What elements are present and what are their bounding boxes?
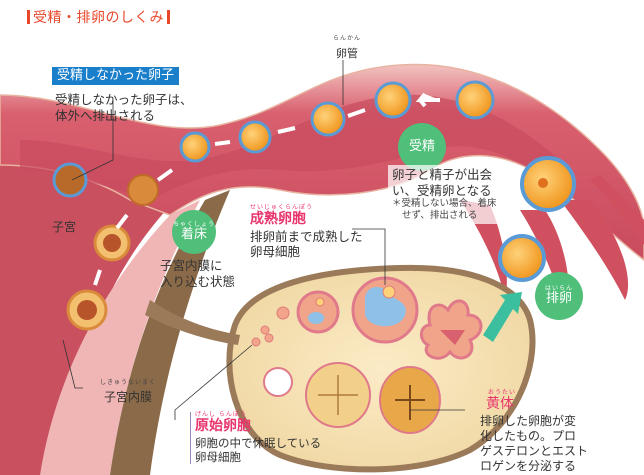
primordial-follicle-label: げんし らんぽう 原始卵胞 卵胞の中で休眠している 卵母細胞 bbox=[190, 411, 322, 465]
fertilization-line-1: 卵子と精子が出会 bbox=[392, 167, 493, 182]
fertilization-note-2: せず、排出される bbox=[402, 210, 478, 222]
implantation-line-1: 子宮内膜に bbox=[160, 258, 223, 273]
mature-follicle-ruby: せいじゅくらんぽう bbox=[250, 204, 314, 211]
endometrium-ruby: しきゅうないまく bbox=[100, 379, 157, 386]
corpus-albicans bbox=[263, 367, 293, 397]
leader-lines bbox=[62, 60, 465, 420]
corpus-luteum bbox=[379, 366, 441, 434]
ovarian-ligament bbox=[145, 300, 240, 345]
oviduct-label: らんかん 卵管 bbox=[333, 36, 361, 62]
oviduct-lumen bbox=[20, 94, 570, 200]
title-bar-right bbox=[167, 10, 171, 24]
implantation-badge-ruby: ちゃくしょう bbox=[172, 220, 215, 228]
corpus-luteum-line-1: 排卵した卵胞が変 bbox=[480, 413, 577, 428]
fertilization-line-2: い、受精卵となる bbox=[392, 182, 492, 198]
endometrium-label: しきゅうないまく 子宮内膜 bbox=[100, 380, 156, 406]
uterine-muscle bbox=[110, 190, 230, 475]
progression-arrows bbox=[93, 92, 515, 286]
implantation-badge-text: 着床 bbox=[180, 227, 207, 243]
mature-follicle-label: せいじゅくらんぽう 成熟卵胞 排卵前まで成熟した 卵母細胞 bbox=[250, 205, 363, 260]
ovulation-badge: はいらん 排卵 bbox=[535, 272, 583, 320]
uterus-label: 子宮 bbox=[52, 220, 77, 234]
corpus-luteum-line-4: ロゲンを分泌する bbox=[480, 458, 577, 473]
primordial-follicle-ruby: げんし らんぽう bbox=[195, 411, 247, 418]
title-bar-left bbox=[27, 10, 30, 24]
corpus-luteum-line-2: 化したもの。プロ bbox=[480, 428, 577, 443]
oviduct-ruby: らんかん bbox=[333, 35, 362, 42]
corpus-luteum-ruby: おうたい bbox=[488, 389, 517, 396]
primordial-follicles bbox=[251, 306, 290, 347]
oviduct-text: 卵管 bbox=[336, 47, 358, 60]
fertilization-note-1: ＊受精しない場合、着床 bbox=[392, 198, 497, 210]
primordial-follicle-line-1: 卵胞の中で休眠している bbox=[195, 435, 322, 450]
corpus-luteum-label: おうたい 黄体 排卵した卵胞が変 化したもの。プロ ゲステロンとエスト ロゲンを… bbox=[480, 390, 588, 474]
title-text: 受精・排卵のしくみ bbox=[33, 10, 165, 26]
primordial-follicle-heading: 原始卵胞 bbox=[195, 418, 251, 434]
fertilization-description: 卵子と精子が出会 い、受精卵となる ＊受精しない場合、着床 せず、排出される bbox=[388, 165, 501, 224]
endometrium-text: 子宮内膜 bbox=[104, 390, 153, 404]
page-title: 受精・排卵のしくみ bbox=[24, 10, 173, 28]
unfertilized-line-2: 体外へ排出される bbox=[55, 107, 156, 123]
implantation-badge: ちゃくしょう 着床 bbox=[172, 210, 216, 254]
mature-follicle bbox=[351, 276, 419, 344]
ovulation-badge-ruby: はいらん bbox=[544, 284, 573, 292]
unfertilized-egg-description: 受精しなかった卵子は、 体外へ排出される bbox=[55, 92, 193, 123]
fertilization-badge-text: 受精 bbox=[408, 138, 435, 154]
unfertilized-line-1: 受精しなかった卵子は、 bbox=[55, 92, 193, 107]
corpus-luteum-young bbox=[305, 362, 371, 428]
implantation-line-2: 入り込む状態 bbox=[160, 273, 236, 289]
implantation-description: 子宮内膜に 入り込む状態 bbox=[160, 258, 235, 289]
mature-follicle-heading: 成熟卵胞 bbox=[250, 211, 306, 227]
primordial-follicle-line-2: 卵母細胞 bbox=[195, 449, 241, 464]
ovulation-arrow bbox=[483, 292, 522, 342]
ovulation-badge-text: 排卵 bbox=[545, 291, 572, 307]
corpus-luteum-line-3: ゲステロンとエスト bbox=[480, 443, 589, 458]
mature-follicle-line-1: 排卵前まで成熟した bbox=[250, 228, 363, 244]
ruptured-follicle bbox=[420, 299, 483, 360]
mature-follicle-line-2: 卵母細胞 bbox=[250, 244, 301, 260]
corpus-luteum-heading: 黄体 bbox=[486, 396, 514, 412]
unfertilized-egg-tag: 受精しなかった卵子 bbox=[52, 67, 180, 86]
eggs bbox=[52, 80, 576, 331]
fimbriae bbox=[460, 175, 644, 320]
secondary-follicle bbox=[296, 290, 340, 334]
endometrium bbox=[40, 200, 200, 475]
fertilization-badge: 受精 bbox=[398, 123, 446, 171]
